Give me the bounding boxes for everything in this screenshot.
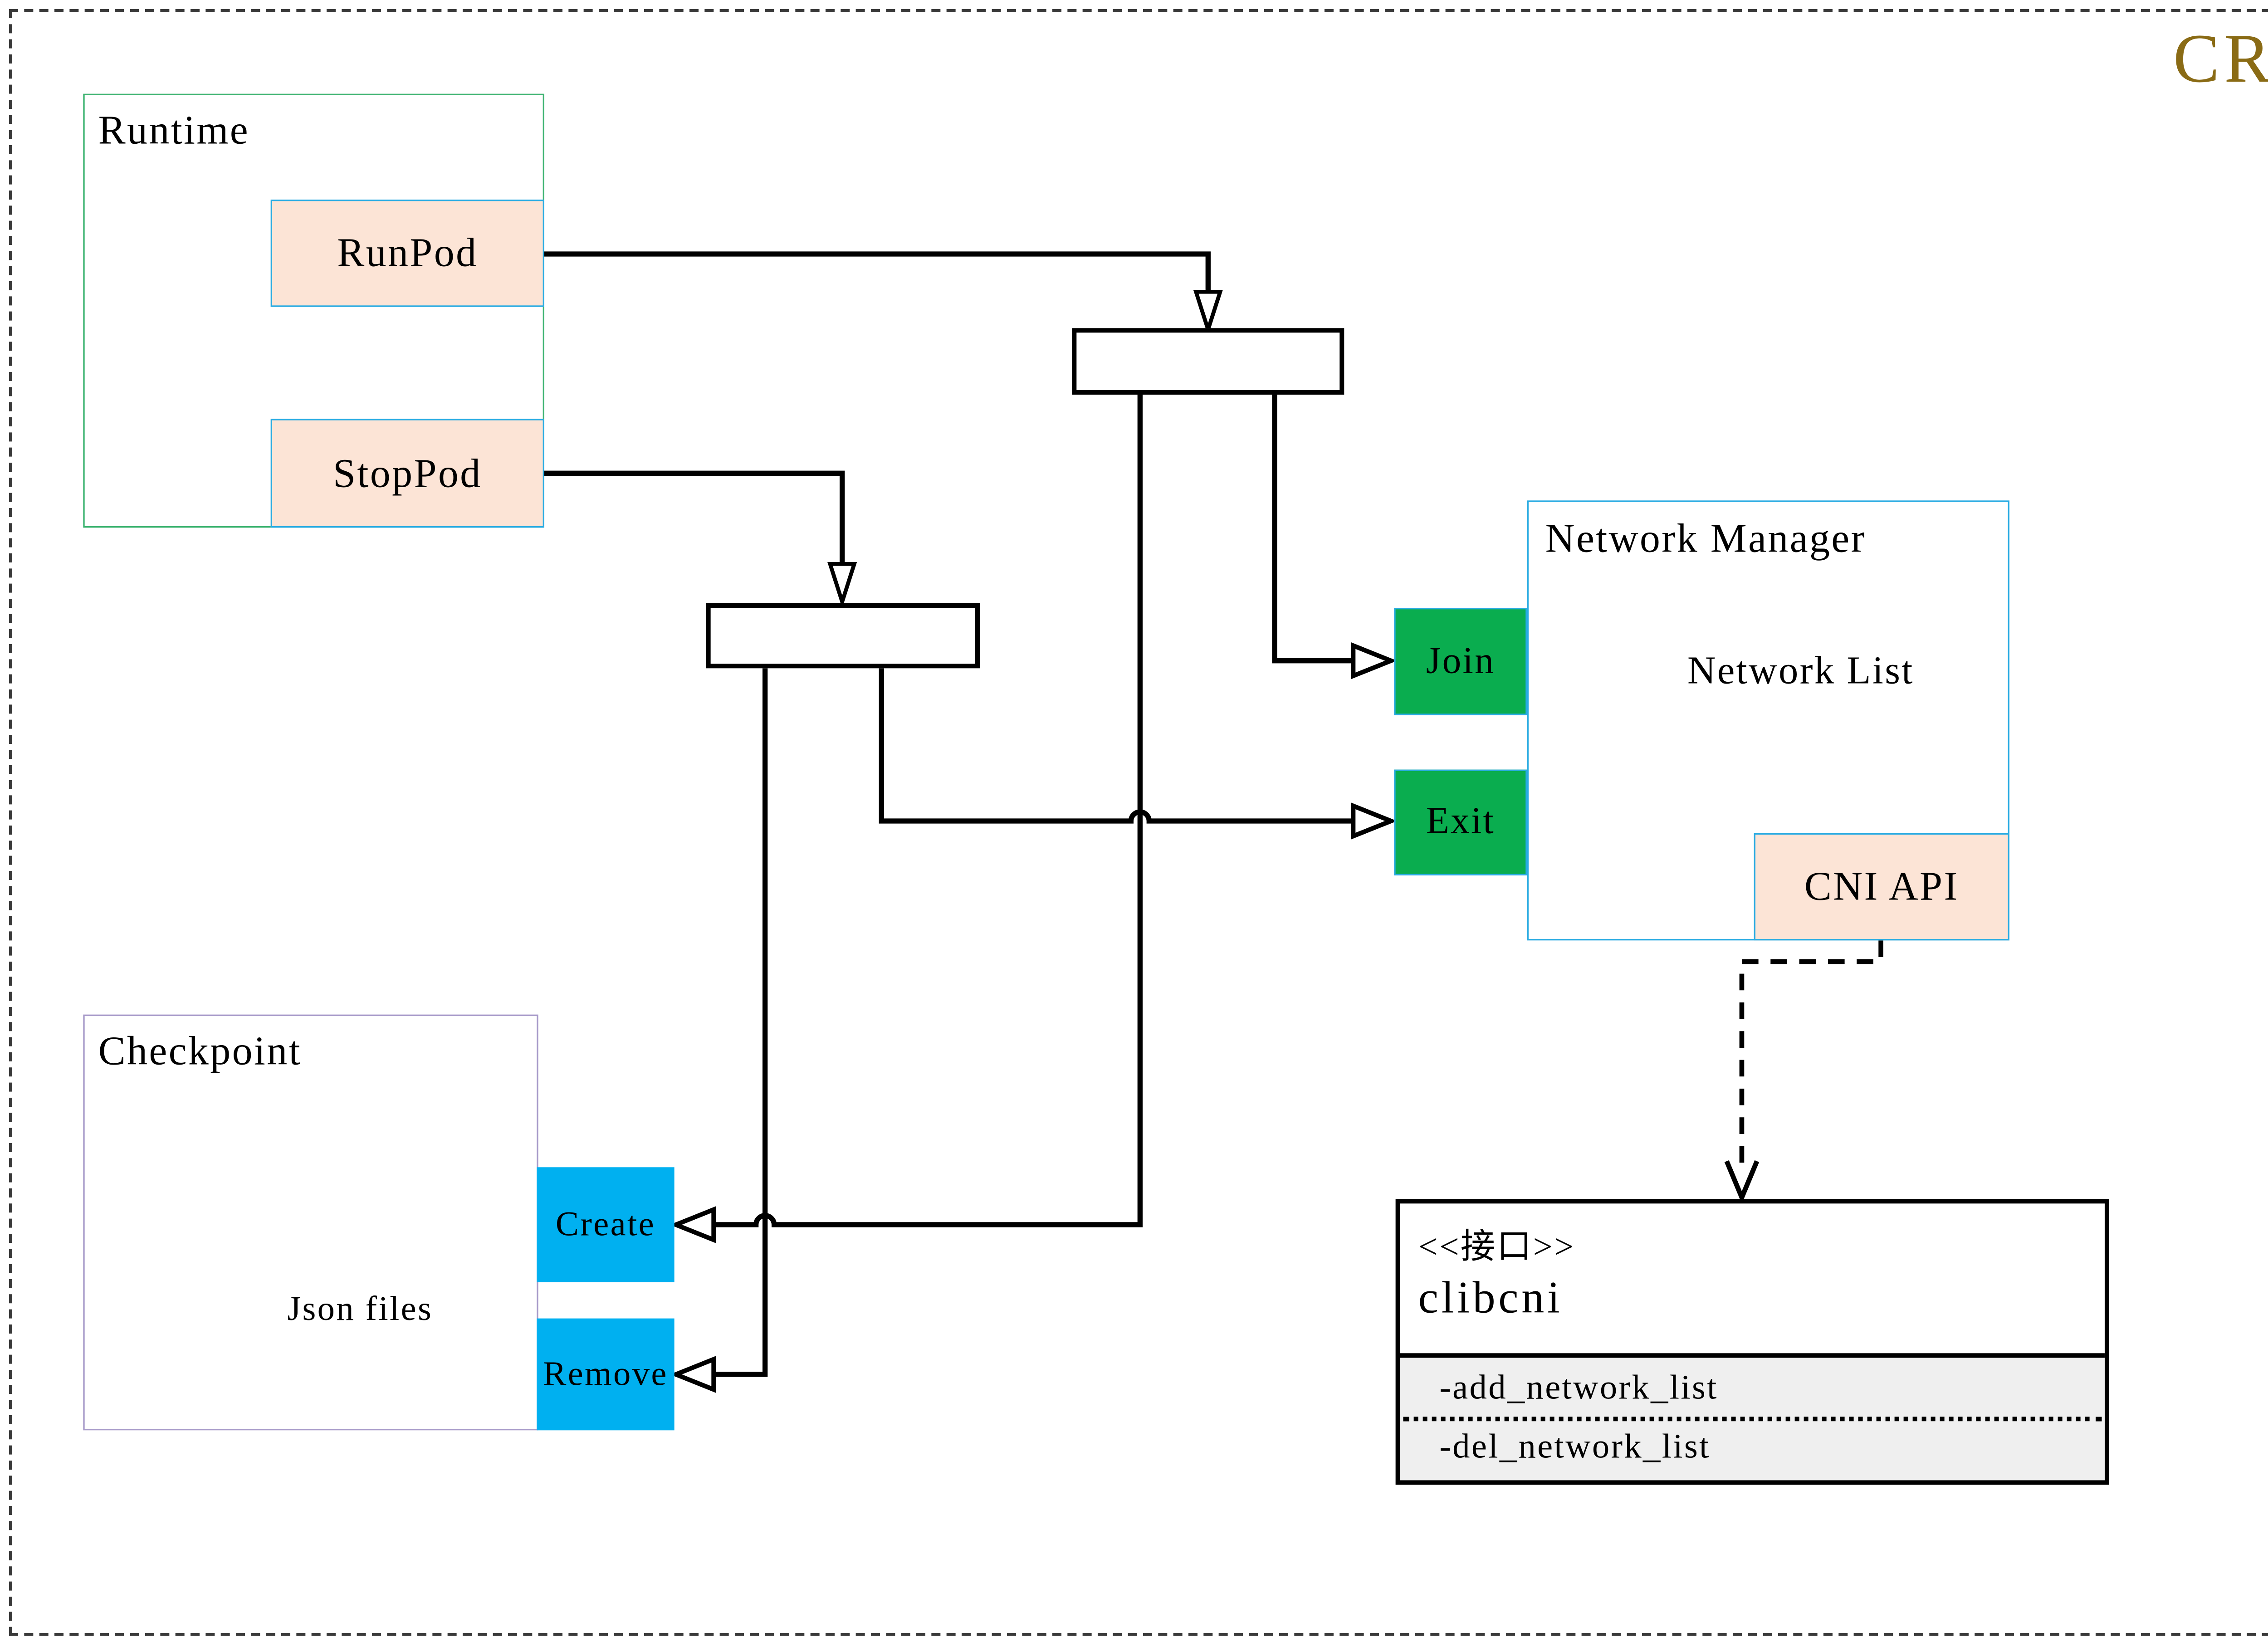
cni-api-box: CNI API (1754, 833, 2009, 941)
remove-label: Remove (543, 1354, 668, 1393)
join-label: Join (1426, 640, 1496, 681)
stoppod-box: StopPod (270, 419, 544, 528)
clibcni-method-del: -del_network_list (1439, 1427, 1711, 1465)
runtime-label: Runtime (98, 107, 249, 153)
join-box: Join (1394, 607, 1527, 715)
clibcni-name: clibcni (1418, 1273, 1563, 1323)
create-box: Create (537, 1167, 675, 1282)
json-files-label: Json files (287, 1290, 433, 1328)
network-manager-label: Network Manager (1545, 515, 1866, 561)
clibcni-stereotype: <<接口>> (1418, 1227, 1575, 1266)
diagram-title: CRI (2173, 20, 2268, 97)
exit-label: Exit (1426, 801, 1496, 842)
remove-box: Remove (537, 1318, 675, 1431)
runpod-label: RunPod (337, 230, 478, 275)
junction-bar-2 (706, 603, 980, 669)
cni-api-label: CNI API (1804, 863, 1959, 909)
network-manager-group-box: Network Manager (1527, 500, 2009, 941)
clibcni-method-divider (1403, 1417, 2102, 1422)
page-dashed-border (9, 9, 2268, 1636)
junction-bar-1 (1072, 328, 1344, 395)
stoppod-label: StopPod (333, 450, 482, 495)
checkpoint-label: Checkpoint (98, 1028, 302, 1074)
clibcni-interface-box: <<接口>> clibcni -add_network_list -del_ne… (1395, 1199, 2109, 1485)
exit-box: Exit (1394, 769, 1527, 875)
clibcni-method-add: -add_network_list (1439, 1368, 1718, 1406)
network-list-label: Network List (1687, 648, 1914, 693)
clibcni-methods-section: -add_network_list -del_network_list (1400, 1353, 2105, 1481)
runpod-box: RunPod (270, 199, 544, 307)
runtime-group-box: Runtime (83, 93, 544, 528)
checkpoint-group-box: Checkpoint (83, 1014, 538, 1431)
create-label: Create (555, 1205, 655, 1243)
